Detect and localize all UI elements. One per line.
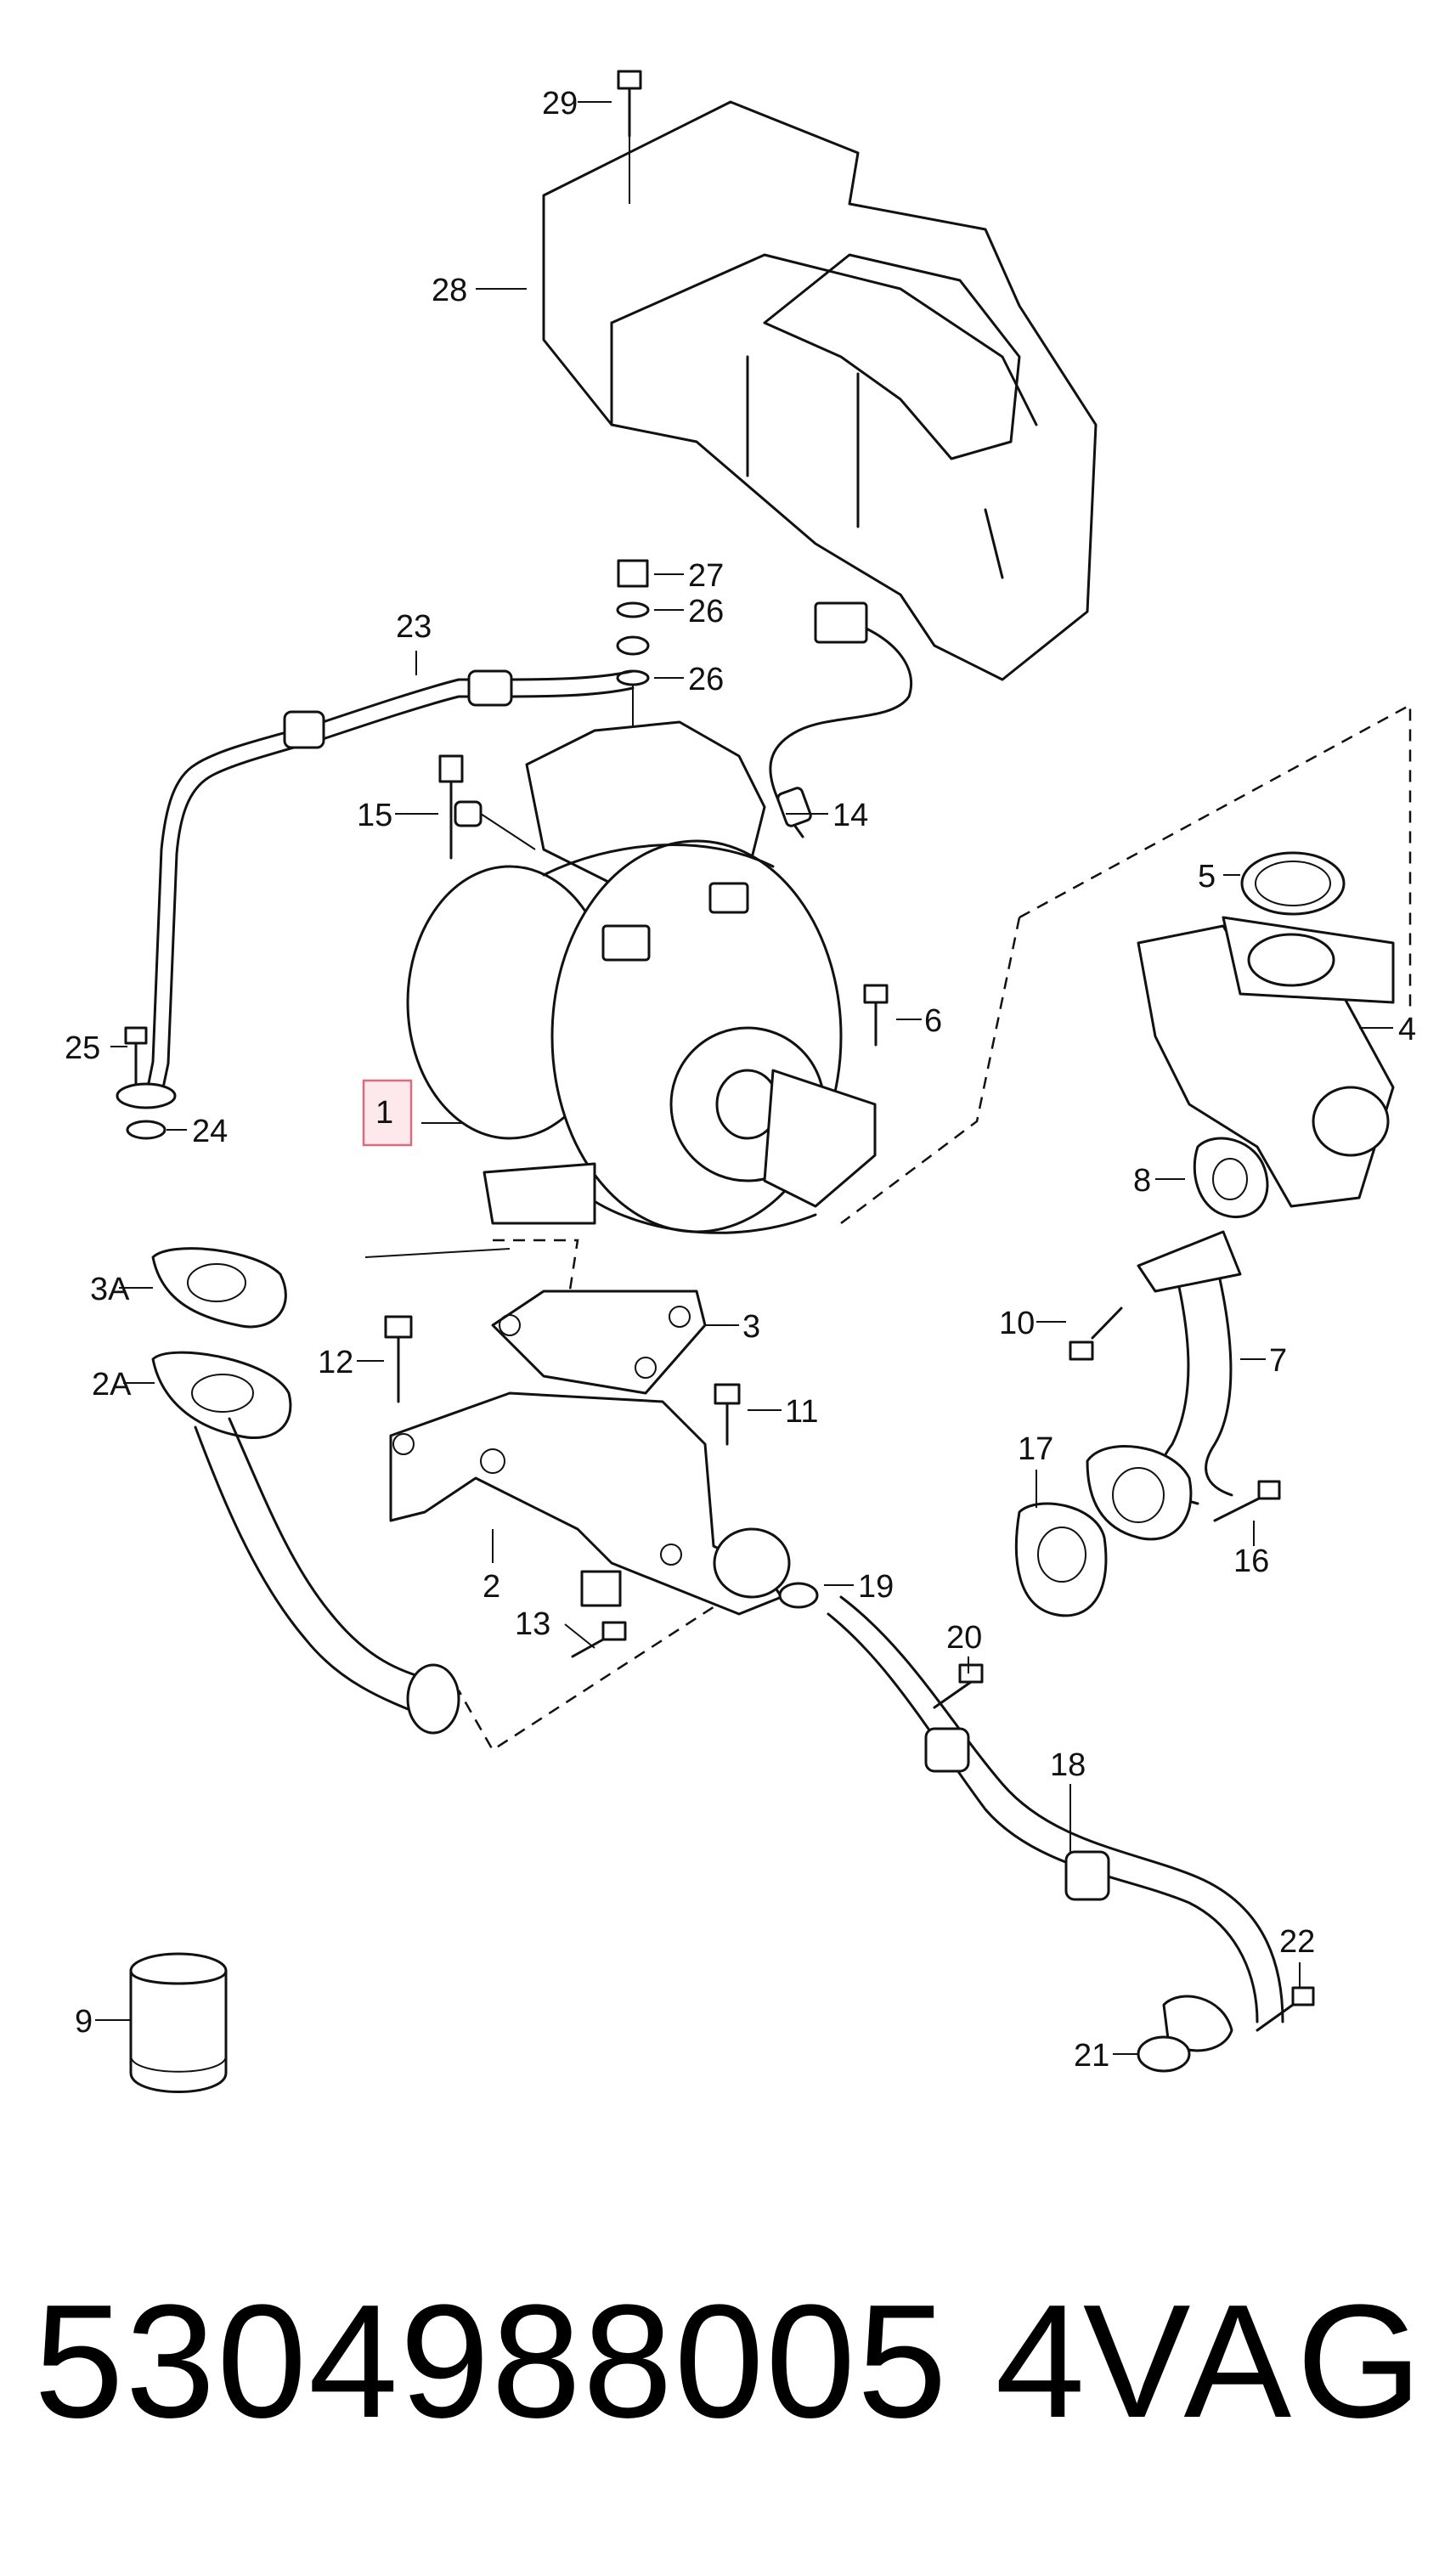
callout-18: 18 xyxy=(1050,1747,1086,1783)
callout-box-1 xyxy=(362,1079,413,1147)
turbocharger xyxy=(406,720,877,1234)
brand-name: VAG xyxy=(1082,2272,1427,2452)
o-ring-19 xyxy=(778,1582,819,1609)
callout-19: 19 xyxy=(858,1569,894,1605)
sensor-15 xyxy=(438,754,536,860)
callout-28: 28 xyxy=(432,273,467,308)
part-number: 5304988005 4 xyxy=(34,2272,1087,2452)
coolant-pipe-18 xyxy=(827,1595,1284,2052)
exhaust-manifold-4 xyxy=(1137,916,1395,1208)
callout-26-lower: 26 xyxy=(688,662,724,697)
exhaust-pipe-7 xyxy=(1086,1230,1242,1541)
callout-15: 15 xyxy=(357,798,392,833)
callout-27: 27 xyxy=(688,558,724,594)
callout-17: 17 xyxy=(1018,1431,1053,1467)
sensor-14 xyxy=(769,601,913,838)
callout-4: 4 xyxy=(1398,1012,1416,1047)
callout-1: 1 xyxy=(375,1095,393,1131)
callout-24: 24 xyxy=(192,1114,228,1149)
callout-13: 13 xyxy=(515,1606,550,1642)
callout-3: 3 xyxy=(742,1309,760,1345)
gasket-5 xyxy=(1240,851,1346,916)
bolt-25 xyxy=(116,1026,177,1140)
heat-shield xyxy=(542,100,1098,681)
callout-9: 9 xyxy=(75,2004,93,2040)
callout-25: 25 xyxy=(65,1030,100,1066)
oil-return-pipe-2a xyxy=(151,1351,460,1735)
callout-2: 2 xyxy=(483,1569,500,1605)
callout-5: 5 xyxy=(1198,859,1216,895)
banjo-bolt-27 xyxy=(616,559,650,900)
callout-3a: 3A xyxy=(90,1272,130,1307)
bolt-10 xyxy=(1069,1307,1123,1361)
callout-23: 23 xyxy=(396,609,432,645)
leader-lines xyxy=(95,101,1393,2055)
bolt-13 xyxy=(571,1621,627,1658)
callout-8: 8 xyxy=(1133,1163,1151,1199)
callout-6: 6 xyxy=(924,1003,942,1039)
gasket-3 xyxy=(491,1290,707,1395)
dashed-outline xyxy=(457,703,1412,1752)
exploded-parts-diagram: 1 2 2A 3 3A 4 5 6 7 8 9 10 11 12 13 14 1… xyxy=(65,70,1416,2093)
callout-29: 29 xyxy=(542,86,578,121)
leader-3a-dashed xyxy=(364,1248,511,1258)
callout-16: 16 xyxy=(1233,1544,1269,1579)
callout-2a: 2A xyxy=(92,1367,132,1402)
stud-6 xyxy=(863,984,889,1047)
callout-22: 22 xyxy=(1279,1924,1315,1960)
callout-11: 11 xyxy=(785,1394,818,1430)
callout-12: 12 xyxy=(318,1345,353,1380)
seal-21 xyxy=(1137,2035,1191,2073)
callout-10: 10 xyxy=(999,1306,1035,1341)
bolt-16 xyxy=(1213,1480,1281,1522)
gasket-17 xyxy=(1014,1502,1108,1617)
callout-14: 14 xyxy=(832,798,868,833)
sleeve-9 xyxy=(129,1952,228,2093)
bracket-2 xyxy=(389,1391,791,1616)
gasket-3a xyxy=(151,1247,287,1329)
callout-21: 21 xyxy=(1074,2038,1109,2074)
bolt-20 xyxy=(933,1663,984,1709)
callout-26-upper: 26 xyxy=(688,594,724,629)
footer-caption: 5304988005 4 VAG xyxy=(34,2260,1427,2464)
callout-20: 20 xyxy=(946,1620,982,1656)
bolt-11 xyxy=(714,1383,741,1446)
bolt-12 xyxy=(384,1315,413,1403)
oil-supply-line-23 xyxy=(144,669,635,1098)
bolt-29 xyxy=(617,70,642,204)
gasket-8 xyxy=(1193,1137,1269,1219)
callout-7: 7 xyxy=(1269,1343,1287,1379)
bolt-22 xyxy=(1256,1986,1315,2032)
